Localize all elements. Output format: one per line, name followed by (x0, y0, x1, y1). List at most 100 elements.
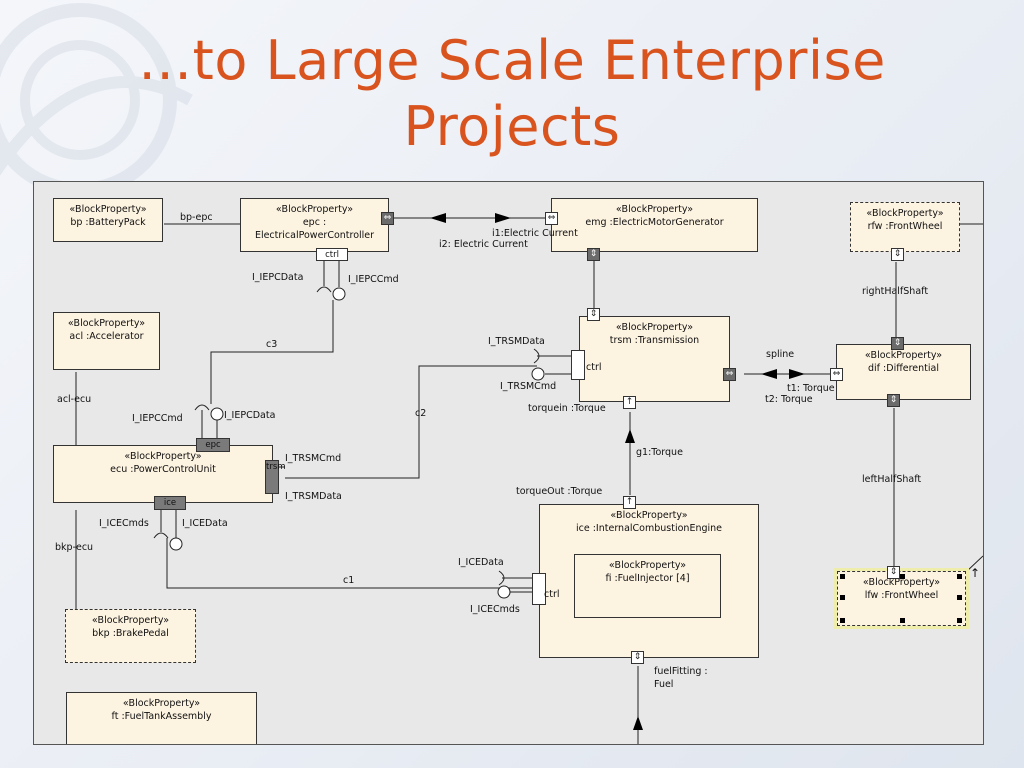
selection-handle[interactable] (900, 618, 905, 623)
arrowhead-electric-right (495, 213, 511, 223)
label-c1: c1 (343, 575, 355, 586)
stereotype-label: «BlockProperty» (862, 577, 941, 588)
port-dif-right[interactable]: ⇕ (891, 337, 904, 350)
block-name: acl :Accelerator (69, 331, 144, 342)
selection-handle[interactable] (957, 618, 962, 623)
socket-iice-data (498, 570, 505, 586)
port-ice-fuel[interactable]: ⇕ (631, 651, 644, 664)
socket-iepc-data-top (316, 286, 332, 293)
slide-title: …to Large Scale Enterprise Projects (0, 28, 1024, 160)
port-ecu-epc[interactable]: epc (196, 438, 230, 452)
port-dif-spline[interactable]: ⇔ (830, 368, 843, 381)
port-dif-left[interactable]: ⇕ (887, 394, 900, 407)
arrowhead-spline-right (789, 369, 805, 379)
label-t1: t1: Torque (787, 383, 835, 394)
port-ice-torqueout[interactable]: ↑ (623, 496, 636, 509)
port-rfw-shaft[interactable]: ⇕ (891, 248, 904, 261)
block-fuel-tank-assembly[interactable]: «BlockProperty» ft :FuelTankAssembly (66, 692, 257, 744)
label-acl-ecu: acl-ecu (57, 394, 92, 405)
label-iice-cmds-left: I_ICECmds (99, 518, 149, 529)
port-trsm-torquein[interactable]: ↑ (623, 396, 636, 409)
up-arrow-marker: ↑ (970, 566, 981, 580)
label-t2: t2: Torque (765, 394, 813, 405)
block-name: fi :FuelInjector [4] (605, 573, 690, 584)
port-trsm-ctrl[interactable] (571, 350, 585, 380)
label-fuel-fitting-line-2: Fuel (654, 679, 674, 690)
block-fuel-injector[interactable]: «BlockProperty» fi :FuelInjector [4] (574, 554, 721, 618)
port-epc-ctrl[interactable]: ctrl (316, 248, 348, 261)
block-brake-pedal[interactable]: «BlockProperty» bkp :BrakePedal (65, 609, 196, 663)
label-itrsm-cmd-top: I_TRSMCmd (500, 381, 557, 392)
connector-c2 (285, 365, 537, 479)
selection-handle[interactable] (840, 595, 845, 600)
label-fuel-fitting-line-1: fuelFitting : (654, 666, 708, 677)
lollipop-iice-data (169, 537, 183, 551)
connector-lfw-out (965, 555, 983, 573)
block-left-front-wheel[interactable]: «BlockProperty» lfw :FrontWheel (837, 571, 966, 626)
stereotype-label: «BlockProperty» (67, 318, 146, 329)
label-bkp-ecu: bkp-ecu (55, 542, 94, 553)
block-name: bp :BatteryPack (70, 217, 146, 228)
label-i2: i2: Electric Current (439, 239, 528, 250)
port-ecu-ice[interactable]: ice (154, 496, 186, 510)
label-c2: c2 (415, 408, 427, 419)
port-lfw-shaft[interactable]: ⇕ (887, 566, 900, 579)
block-electric-motor-generator[interactable]: «BlockProperty» emg :ElectricMotorGenera… (551, 198, 758, 252)
arrowhead-spline-left (761, 369, 777, 379)
socket-iepc-cmd-bottom (194, 404, 210, 411)
label-itrsm-data-top: I_TRSMData (488, 336, 545, 347)
block-right-front-wheel[interactable]: «BlockProperty» rfw :FrontWheel (850, 202, 960, 252)
block-name-line-2: ElectricalPowerController (254, 230, 375, 241)
label-itrsm-cmd-bottom: I_TRSMCmd (285, 453, 342, 464)
block-accelerator[interactable]: «BlockProperty» acl :Accelerator (53, 312, 160, 370)
stereotype-label: «BlockProperty» (91, 615, 170, 626)
selection-handle[interactable] (957, 595, 962, 600)
socket-iice-cmds (153, 532, 169, 539)
label-right-half-shaft: rightHalfShaft (862, 286, 929, 297)
block-name-line-1: epc : (302, 217, 327, 228)
port-epc-electric[interactable]: ⇔ (381, 212, 394, 225)
connector-layer (75, 213, 983, 744)
block-name: rfw :FrontWheel (867, 221, 943, 232)
block-differential[interactable]: «BlockProperty» dif :Differential (836, 344, 971, 400)
selection-handle[interactable] (957, 574, 962, 579)
port-ice-ctrl[interactable] (532, 573, 546, 605)
stereotype-label: «BlockProperty» (610, 510, 688, 521)
selection-handle[interactable] (900, 574, 905, 579)
ibd-diagram: «BlockProperty» bp :BatteryPack «BlockPr… (33, 181, 984, 745)
port-trsm-spline[interactable]: ⇔ (723, 368, 736, 381)
label-c3: c3 (266, 339, 278, 350)
block-electrical-power-controller[interactable]: «BlockProperty» epc : ElectricalPowerCon… (240, 198, 389, 252)
selection-handle[interactable] (840, 574, 845, 579)
stereotype-label: «BlockProperty» (608, 560, 687, 571)
lollipop-iepc-data-bottom (210, 407, 224, 421)
selection-handle[interactable] (840, 618, 845, 623)
port-emg-electric[interactable]: ⇔ (545, 212, 558, 225)
arrowhead-electric-left (430, 213, 446, 223)
block-power-control-unit[interactable]: «BlockProperty» ecu :PowerControlUnit (53, 445, 273, 503)
slide-title-line-2: Projects (403, 95, 621, 158)
socket-itrsm-data (533, 348, 540, 364)
label-iice-data-left: I_ICEData (182, 518, 228, 529)
block-name: ice :InternalCombustionEngine (576, 523, 722, 534)
port-trsm-top[interactable]: ⇕ (587, 308, 600, 321)
label-itrsm-data-bottom: I_TRSMData (285, 491, 342, 502)
block-transmission[interactable]: «BlockProperty» trsm :Transmission (579, 316, 730, 402)
stereotype-label: «BlockProperty» (122, 698, 201, 709)
lollipop-itrsm-cmd (531, 367, 545, 381)
port-emg-torque[interactable]: ⇕ (587, 248, 600, 261)
label-iepc-cmd-bottom: I_IEPCCmd (132, 413, 183, 424)
label-bp-epc: bp-epc (180, 212, 213, 223)
stereotype-label: «BlockProperty» (615, 322, 694, 333)
block-name: lfw :FrontWheel (864, 590, 939, 601)
block-battery-pack[interactable]: «BlockProperty» bp :BatteryPack (53, 198, 163, 242)
port-ecu-trsm[interactable]: trsm (265, 460, 286, 494)
label-iepc-data-top: I_IEPCData (252, 272, 304, 283)
stereotype-label: «BlockProperty» (275, 204, 354, 215)
label-ice-ctrl: ctrl (544, 589, 560, 600)
arrowhead-g1 (625, 429, 635, 443)
connector-c1 (166, 538, 532, 589)
stereotype-label: «BlockProperty» (615, 204, 694, 215)
label-g1-torque: g1:Torque (636, 447, 683, 458)
connector-c3 (210, 300, 334, 404)
